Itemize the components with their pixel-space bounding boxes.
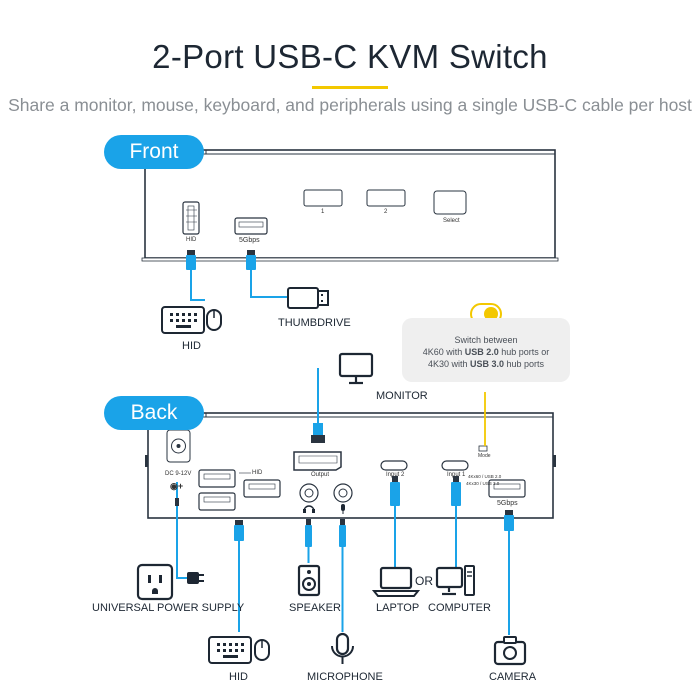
speaker-cable — [305, 519, 312, 563]
back-pill: Back — [104, 396, 204, 430]
monitor-cable — [311, 368, 325, 443]
monitor-icon — [338, 352, 374, 385]
thumbdrive-label: THUMBDRIVE — [278, 317, 351, 329]
displayport-output — [293, 451, 342, 471]
outlet-icon — [136, 563, 174, 601]
callout-line-2: 4K60 with USB 2.0 hub ports or — [422, 347, 550, 357]
switch-button-2 — [366, 189, 406, 207]
dc-power-port — [166, 429, 191, 463]
mic-jack-icon — [341, 504, 345, 511]
laptop-label: LAPTOP — [376, 602, 420, 614]
front-hid-port-label: HID — [186, 237, 197, 243]
front-usb-port — [234, 217, 268, 235]
callout-line-3: 4K30 with USB 3.0 hub ports — [427, 359, 545, 369]
plug-icon — [187, 572, 204, 584]
select-button — [433, 190, 467, 215]
back-keyboard-icon — [208, 636, 252, 664]
title-underline — [312, 86, 388, 89]
speaker-label: SPEAKER — [289, 602, 341, 614]
camera-cable — [504, 510, 514, 635]
computer-icon — [435, 565, 475, 596]
mode-switch — [478, 445, 488, 452]
front-usb-port-label: 5Gbps — [239, 237, 260, 244]
mode-usb3-label: 4Kx30 / USB 3.0 — [466, 481, 500, 486]
microphone-cable — [339, 519, 346, 632]
page-title: 2-Port USB-C KVM Switch — [152, 38, 548, 75]
dc-port-label: DC 9-12V — [165, 471, 192, 477]
thumbdrive-icon — [287, 287, 329, 309]
back-mouse-icon — [254, 639, 270, 661]
monitor-label: MONITOR — [376, 390, 428, 402]
button-1-label: 1 — [321, 209, 325, 215]
laptop-cable — [390, 476, 400, 567]
button-2-label: 2 — [384, 209, 388, 215]
front-pill: Front — [104, 135, 204, 169]
front-hid-cable — [186, 250, 205, 301]
input-2-label: Input 2 — [386, 472, 405, 478]
page-subtitle: Share a monitor, mouse, keyboard, and pe… — [8, 95, 692, 115]
input-2-port — [380, 460, 408, 471]
dc-polarity-label: ◉+ — [170, 481, 184, 491]
audio-jacks — [299, 483, 353, 514]
select-label: Select — [443, 218, 460, 224]
computer-label: COMPUTER — [428, 602, 491, 614]
camera-label: CAMERA — [489, 671, 537, 683]
input-1-port — [441, 460, 469, 471]
back-usb-port — [488, 479, 526, 498]
input-1-label: Input 1 — [447, 472, 466, 478]
back-hid-cable — [234, 520, 244, 632]
microphone-label: MICROPHONE — [307, 671, 383, 683]
back-hid-port-label: HID — [252, 470, 263, 476]
speaker-icon — [297, 564, 321, 597]
power-supply-label: UNIVERSAL POWER SUPPLY — [92, 602, 245, 614]
output-label: Output — [311, 472, 330, 478]
front-hid-port — [182, 201, 200, 235]
power-cable — [175, 482, 188, 579]
camera-icon — [493, 636, 527, 666]
mode-usb2-label: 4Kx60 / USB 2.0 — [468, 474, 502, 479]
front-unit — [141, 149, 559, 262]
front-mouse-icon — [206, 309, 222, 331]
mode-label: Mode — [478, 453, 491, 459]
front-usb-cable — [246, 250, 288, 298]
switch-button-1 — [303, 189, 343, 207]
callout-line-1: Switch between — [454, 335, 518, 345]
back-hid-ports — [198, 469, 281, 511]
laptop-icon — [371, 566, 421, 597]
or-label: OR — [415, 574, 433, 588]
back-hid-label: HID — [229, 671, 248, 683]
microphone-icon — [331, 632, 354, 664]
front-hid-label: HID — [182, 340, 201, 352]
computer-cable — [451, 476, 461, 567]
front-keyboard-icon — [161, 306, 205, 334]
mode-callout: Switch between 4K60 with USB 2.0 hub por… — [402, 318, 570, 382]
back-usb-port-label: 5Gbps — [497, 500, 518, 507]
